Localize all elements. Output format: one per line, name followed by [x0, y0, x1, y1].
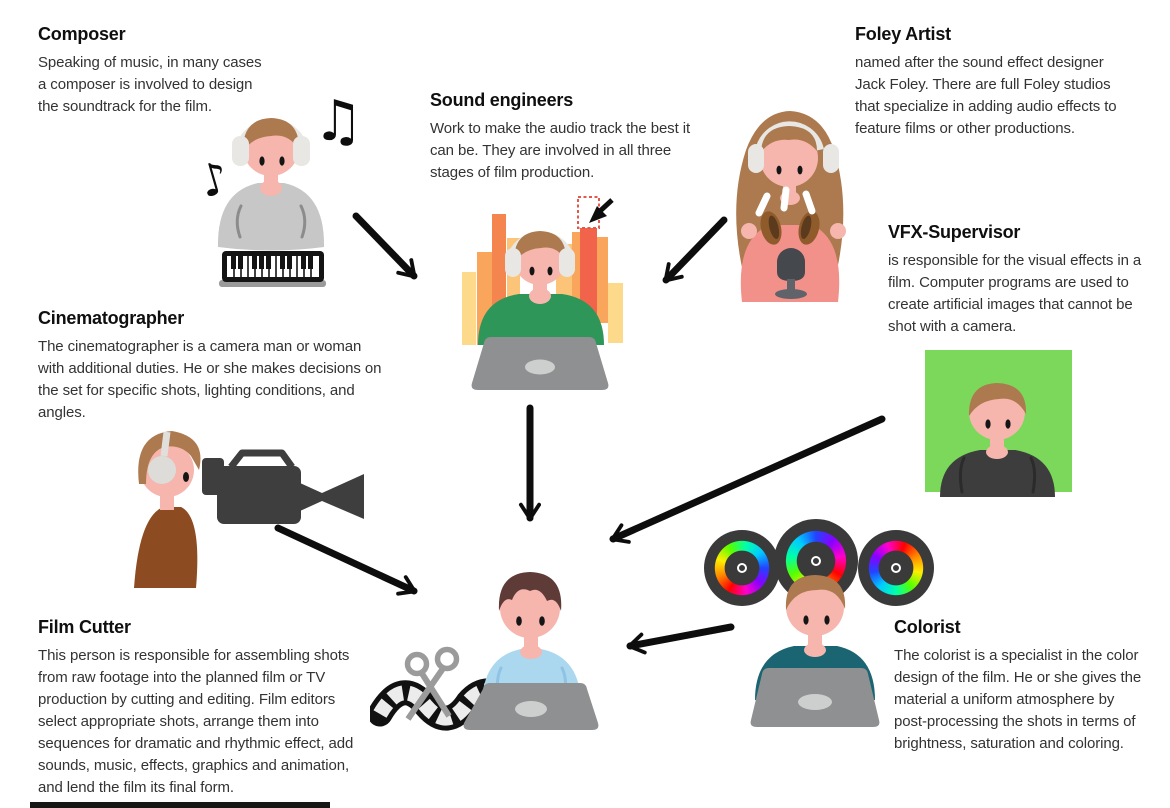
- colorist-description-line: brightness, saturation and coloring.: [894, 735, 1124, 752]
- foley-artist-text-block: Foley Artist named after the sound effec…: [855, 24, 1117, 140]
- vfx-supervisor-description-line: film. Computer programs are used to: [888, 274, 1129, 291]
- foley-artist-illustration: [736, 111, 846, 302]
- arrow-vfx-to-cutter: [609, 415, 886, 544]
- colorist-description-line: material a uniform atmosphere by: [894, 691, 1115, 708]
- vfx-supervisor-body: [940, 450, 1055, 497]
- sound-engineers-description-line: Work to make the audio track the best it: [430, 120, 691, 137]
- cinematographer-description-line: The cinematographer is a camera man or w…: [38, 338, 362, 355]
- film-cutter-text-block: Film Cutter This person is responsible f…: [38, 617, 353, 799]
- composer-body: [217, 183, 325, 251]
- sound-engineer-hair: [513, 231, 567, 263]
- vfx-supervisor-title: VFX-Supervisor: [888, 222, 1021, 242]
- film-cutter-title: Film Cutter: [38, 617, 131, 637]
- music-note-icon: ♪: [194, 152, 235, 209]
- colorist-title: Colorist: [894, 617, 961, 637]
- video-camera-icon: [202, 449, 364, 524]
- colorist-text-block: Colorist The colorist is a specialist in…: [894, 617, 1141, 755]
- laptop-icon: [471, 337, 609, 390]
- scissors-icon: [404, 646, 460, 721]
- film-cutter-hair: [498, 572, 562, 611]
- color-wheel-icon: [858, 530, 934, 606]
- colorist-description-line: design of the film. He or she gives the: [894, 669, 1142, 686]
- color-wheel-icon: [704, 530, 780, 606]
- cinematographer-title: Cinematographer: [38, 308, 185, 328]
- foley-artist-face: [760, 129, 818, 187]
- foley-artist-description-line: named after the sound effect designer: [855, 54, 1104, 71]
- composer-description-line: the soundtrack for the film.: [38, 98, 212, 115]
- headphone-cup-icon: [148, 456, 176, 484]
- sound-engineers-description-line: can be. They are involved in all three: [430, 142, 672, 159]
- film-cutter-description-line: sounds, music, effects, graphics and ani…: [38, 757, 350, 774]
- vfx-supervisor-description-line: create artificial images that cannot be: [888, 296, 1133, 313]
- vfx-supervisor-illustration: [925, 350, 1072, 497]
- sound-engineer-illustration: [462, 196, 623, 390]
- vfx-supervisor-description-line: is responsible for the visual effects in…: [888, 252, 1142, 269]
- composer-hair: [242, 118, 300, 152]
- colorist-illustration: [750, 575, 880, 727]
- foley-artist-description-line: that specialize in adding audio effects …: [855, 98, 1117, 115]
- film-cutter-description-line: sequences for dramatic and rhythmic effe…: [38, 735, 354, 752]
- sound-engineers-text-block: Sound engineers Work to make the audio t…: [430, 90, 690, 184]
- composer-illustration: ♫ ♪: [194, 89, 363, 287]
- film-cutter-description-line: production by cutting and editing. Film …: [38, 691, 336, 708]
- sound-engineer-body: [478, 294, 604, 345]
- composer-description-line: Speaking of music, in many cases: [38, 54, 262, 71]
- cinematographer-hair: [138, 431, 201, 484]
- cinematographer-description-line: the set for specific shots, lighting con…: [38, 382, 355, 399]
- film-cutter-description-line: select appropriate shots, arrange them i…: [38, 713, 319, 730]
- clap-motion-lines-icon: [755, 186, 816, 217]
- laptop-icon: [463, 683, 599, 730]
- cursor-icon: [589, 198, 614, 223]
- bottom-edge-bar: [30, 802, 330, 808]
- cinematographer-description-line: with additional duties. He or she makes …: [38, 360, 382, 377]
- foley-artist-description-line: Jack Foley. There are full Foley studios: [855, 76, 1111, 93]
- composer-text-block: Composer Speaking of music, in many case…: [38, 24, 262, 118]
- film-cutter-description-line: and lend the film its final form.: [38, 779, 234, 796]
- cinematographer-text-block: Cinematographer The cinematographer is a…: [38, 308, 381, 424]
- sound-engineers-title: Sound engineers: [430, 90, 574, 110]
- cinematographer-body: [134, 507, 198, 588]
- laptop-icon: [750, 668, 880, 727]
- foley-artist-description-line: feature films or other productions.: [855, 120, 1075, 137]
- piano-keyboard-icon: [219, 251, 326, 287]
- sound-engineers-description-line: stages of film production.: [430, 164, 595, 181]
- composer-description-line: a composer is involved to design: [38, 76, 253, 93]
- colorist-description-line: post-processing the shots in terms of: [894, 713, 1136, 730]
- foley-artist-title: Foley Artist: [855, 24, 951, 44]
- colorist-hair: [785, 575, 846, 610]
- vfx-supervisor-text-block: VFX-Supervisor is responsible for the vi…: [888, 222, 1141, 338]
- cinematographer-description-line: angles.: [38, 404, 86, 421]
- microphone-icon: [775, 248, 807, 299]
- music-notes-icon: ♫: [313, 89, 363, 154]
- colorist-description-line: The colorist is a specialist in the colo…: [894, 647, 1139, 664]
- film-cutter-description-line: This person is responsible for assemblin…: [38, 647, 350, 664]
- film-cutter-description-line: from raw footage into the planned film o…: [38, 669, 326, 686]
- cinematographer-illustration: [134, 431, 364, 588]
- vfx-supervisor-description-line: shot with a camera.: [888, 318, 1017, 335]
- vfx-supervisor-hair: [968, 383, 1027, 416]
- coconut-shells-icon: [760, 211, 820, 245]
- film-cutter-illustration: [370, 572, 599, 731]
- composer-title: Composer: [38, 24, 126, 44]
